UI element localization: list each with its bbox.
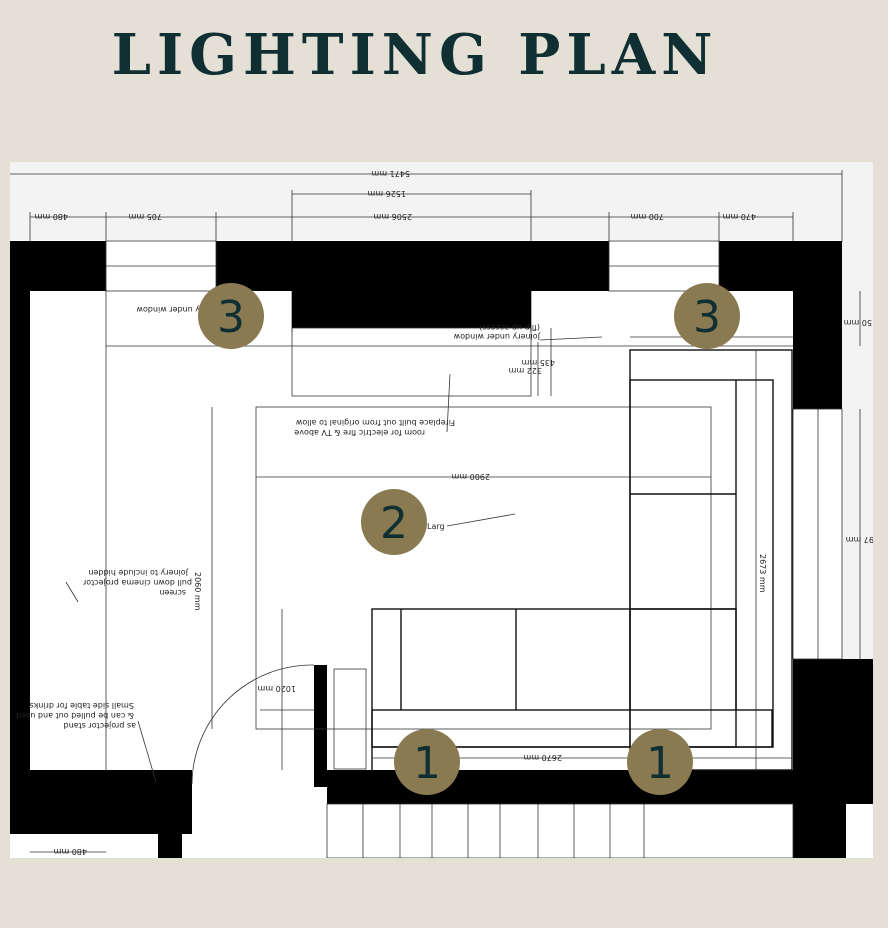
note-leader-lines (65, 336, 603, 783)
dim-mid-wall: 2506 mm (373, 212, 412, 221)
light-marker-label: 2 (380, 498, 408, 549)
dim-rug-length: 2060 mm (193, 572, 202, 611)
page-title: LIGHTING PLAN (111, 22, 719, 88)
dim-chimney-breast: 1526 mm (367, 189, 406, 198)
dim-right-wall: 470 mm (722, 212, 756, 221)
light-marker-3-right: 3 (674, 283, 740, 349)
floor-plan-drawing: 5471 mm 1526 mm 480 mm 705 mm 2506 mm 70… (10, 162, 873, 858)
windows (105, 240, 843, 660)
dim-sofa-width: 2670 mm (523, 753, 562, 762)
note-joinery-screen-line2: pull down cinema projector (82, 578, 192, 587)
dim-window-right: 700 mm (630, 212, 664, 221)
dim-hearth-322: 322 mm (508, 366, 542, 375)
note-joinery-window-right: Joinery under window (453, 332, 541, 341)
note-fireplace-line2: room for electric fire & TV above (294, 428, 425, 437)
dim-right-edge-mid: 97 mm (845, 535, 873, 544)
dim-left-wall: 480 mm (34, 212, 68, 221)
dim-hearth-435: 435 mm (521, 358, 555, 367)
note-joinery-screen-line3: screen (159, 588, 186, 597)
light-marker-label: 1 (413, 738, 441, 789)
note-joinery-window-left: y under window (136, 305, 200, 314)
note-joinery-screen-line1: Joinery to include hidden (88, 568, 189, 577)
light-marker-label: 3 (217, 292, 245, 343)
dim-right-edge-top: 50 mm (843, 318, 872, 327)
light-marker-1-left: 1 (394, 729, 460, 795)
note-side-table-line1: Small side table for drinks (29, 701, 134, 710)
sofa (371, 349, 793, 771)
dim-rug-width: 2900 mm (451, 472, 490, 481)
dim-bottom-left-wall: 480 mm (53, 847, 87, 856)
dim-window-left: 705 mm (128, 212, 162, 221)
light-marker-3-left: 3 (198, 283, 264, 349)
light-marker-1-right: 1 (627, 729, 693, 795)
note-rug-label: Larg (427, 522, 445, 531)
dim-side-table: 1020 mm (257, 684, 296, 693)
dim-sofa-length: 2673 mm (758, 554, 767, 593)
door-and-side-table (191, 664, 367, 785)
note-side-table-line3: as projector stand (64, 721, 136, 730)
dim-overall-width: 5471 mm (371, 169, 410, 178)
stairs (326, 803, 794, 858)
top-dimension-lines (10, 170, 843, 332)
note-joinery-window-right-sub: (flip up access) (479, 323, 540, 332)
note-fireplace-line1: Fireplace built out from original to all… (295, 418, 455, 427)
note-side-table-line2: & can be pulled out and used (16, 711, 134, 720)
light-marker-label: 1 (646, 738, 674, 789)
light-marker-2-center: 2 (361, 489, 427, 555)
light-marker-label: 3 (693, 292, 721, 343)
walls (10, 241, 873, 858)
interior-lines (105, 291, 793, 770)
floor-plan: 5471 mm 1526 mm 480 mm 705 mm 2506 mm 70… (10, 162, 873, 858)
